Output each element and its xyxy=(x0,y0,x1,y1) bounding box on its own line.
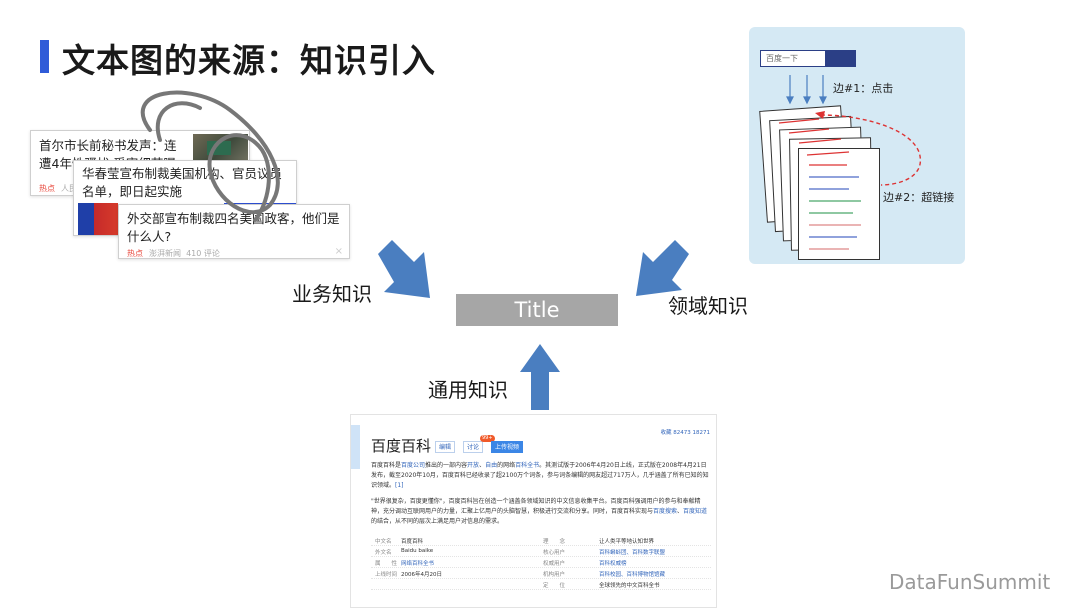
link-free[interactable]: 自由 xyxy=(485,462,498,469)
baike-edit-button[interactable]: 编辑 xyxy=(435,441,456,453)
table-row: 属 性网络百科全书 权威用户百科权威榜 xyxy=(371,557,711,568)
news-card-2-text: 华春莹宣布制裁美国机构、官员议员名单，即日起实施 xyxy=(82,166,283,199)
label-general-knowledge: 通用知识 xyxy=(428,378,508,402)
baike-side-tab xyxy=(351,425,360,469)
baike-page: 百度百科 编辑 讨论 99+ 上传视频 收藏 82473 18271 百度百科是… xyxy=(350,414,717,608)
news-source: 人民 xyxy=(61,184,77,193)
link-baidu-company[interactable]: 百度公司 xyxy=(401,462,426,469)
news-source: 澎湃新闻 xyxy=(149,249,181,258)
baike-paragraph-2: "世界很复杂，百度更懂你"，百度百科旨在创造一个涵盖各领域知识的中文信息收集平台… xyxy=(371,498,708,525)
discuss-count-badge: 99+ xyxy=(480,435,495,442)
table-row: 中文名百度百科 理 念让人类平等地认知世界 xyxy=(371,535,711,546)
hot-tag: 热点 xyxy=(127,249,143,258)
link-open[interactable]: 开放 xyxy=(467,462,480,469)
baike-title: 百度百科 xyxy=(371,437,432,455)
comment-count: 410 评论 xyxy=(186,249,220,258)
arrow-business-icon xyxy=(378,240,430,298)
slide-title: 文本图的来源：知识引入 xyxy=(62,41,436,80)
search-box[interactable]: 百度一下 xyxy=(760,50,856,67)
label-business-knowledge: 业务知识 xyxy=(292,282,372,306)
label-domain-knowledge: 领域知识 xyxy=(668,294,748,318)
hot-tag: 热点 xyxy=(39,184,55,193)
arrow-domain-icon xyxy=(636,240,689,296)
hyperlink-edge-icon xyxy=(815,111,922,186)
search-button[interactable] xyxy=(825,51,855,66)
link-baidu-zhidao[interactable]: 百度知道 xyxy=(683,508,708,515)
web-page xyxy=(798,148,880,260)
edge1-label: 边#1：点击 xyxy=(833,82,894,95)
search-placeholder: 百度一下 xyxy=(766,54,798,63)
title-node: Title xyxy=(456,294,618,326)
link-encyclopedia[interactable]: 百科全书 xyxy=(515,462,540,469)
edge2-label: 边#2：超链接 xyxy=(883,191,955,204)
news-card-3-text: 外交部宣布制裁四名美国政客，他们是什么人? xyxy=(127,211,340,244)
baike-discuss-button[interactable]: 讨论 xyxy=(463,441,484,453)
link-baidu-search[interactable]: 百度搜索 xyxy=(653,508,678,515)
scribble-loop-icon xyxy=(155,101,202,142)
page-content-lines-icon xyxy=(778,118,861,250)
flag-image xyxy=(78,203,118,235)
click-arrows-icon xyxy=(786,75,827,105)
scribble-loop-icon xyxy=(140,90,280,222)
title-accent-bar xyxy=(40,40,49,73)
close-icon[interactable]: × xyxy=(334,246,343,257)
news-card-3-meta: 热点澎湃新闻 410 评论 xyxy=(127,245,220,263)
arrow-general-icon xyxy=(520,344,560,410)
baike-paragraph-1: 百度百科是百度公司推出的一部内容开放、自由的网络百科全书。其测试版于2006年4… xyxy=(371,462,709,489)
news-card-3[interactable]: 外交部宣布制裁四名美国政客，他们是什么人? 热点澎湃新闻 410 评论 × xyxy=(118,204,350,259)
table-row: 定 位全球领先的中文百科全书 xyxy=(371,579,711,590)
brand-watermark: DataFunSummit xyxy=(889,570,1051,594)
page-lines-layer xyxy=(778,111,922,250)
reference-mark[interactable]: [1] xyxy=(395,482,404,489)
linked-pages-diagram xyxy=(786,75,827,105)
baike-stats: 收藏 82473 18271 xyxy=(660,430,711,436)
news-card-1-meta: 热点人民 xyxy=(39,180,77,198)
baike-upload-video-button[interactable]: 上传视频 xyxy=(491,441,524,453)
